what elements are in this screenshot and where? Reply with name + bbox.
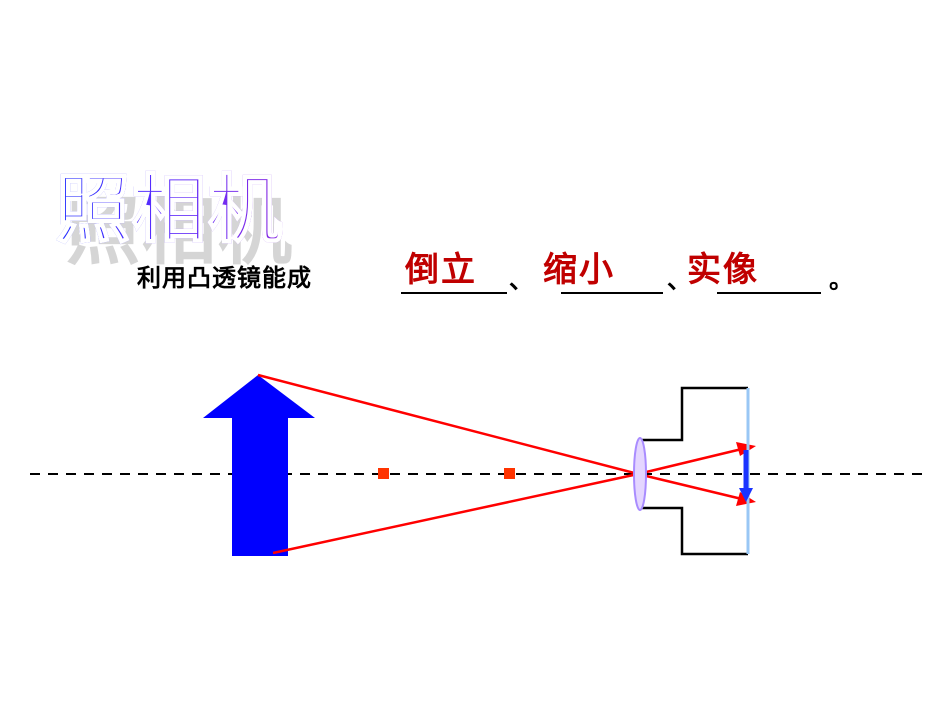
- answer-1: 倒立: [405, 250, 477, 290]
- title: 照相机 照相机: [55, 150, 376, 275]
- focus-point-f: [504, 468, 515, 479]
- answer-2: 缩小: [543, 250, 615, 290]
- ray-top-refracted: [637, 472, 747, 502]
- object-arrow: [203, 375, 315, 556]
- ray-top: [257, 373, 639, 476]
- title-shadow: 照相机: [66, 172, 294, 279]
- blank-1: 倒立: [401, 244, 507, 294]
- convex-lens: [633, 437, 647, 511]
- ray-bottom: [272, 472, 639, 555]
- ray-arrowhead-upper: [736, 442, 756, 456]
- full-stop: 。: [829, 265, 853, 294]
- ray-bottom-refracted: [637, 446, 747, 476]
- separator-2: 、: [667, 265, 691, 294]
- answer-3: 实像: [687, 250, 759, 290]
- focus-point-2f: [378, 468, 389, 479]
- blank-3: 实像: [687, 244, 821, 294]
- sentence-prefix: 利用凸透镜能成: [137, 263, 312, 292]
- fill-in-sentence: 利用凸透镜能成 倒立 、 缩小 、 实像 。: [137, 244, 897, 304]
- image-arrow-head: [739, 488, 753, 502]
- camera-body: [638, 386, 748, 556]
- blank-2: 缩小: [543, 244, 663, 294]
- page-title: 照相机: [55, 150, 284, 257]
- separator-1: 、: [509, 265, 533, 294]
